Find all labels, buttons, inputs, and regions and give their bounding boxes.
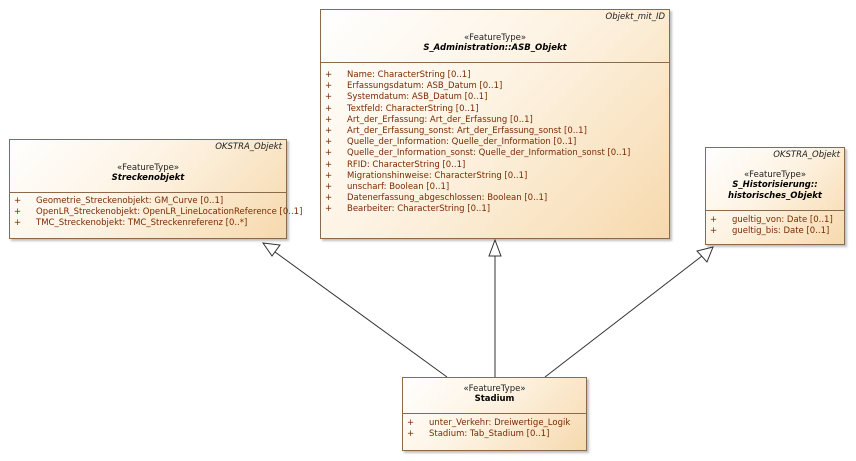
stereotype-label: «FeatureType» xyxy=(116,163,180,173)
attribute-row[interactable]: +Quelle_der_Information: Quelle_der_Info… xyxy=(325,137,577,148)
stereotype-label: «FeatureType» xyxy=(743,170,807,180)
class-header: OKSTRA_Objekt «FeatureType» S_Historisie… xyxy=(706,148,844,211)
class-name: S_Administration::ASB_Objekt xyxy=(423,43,567,53)
stadium-to-streckenobjekt-line xyxy=(274,251,448,378)
attribute-row[interactable]: +unscharf: Boolean [0..1] xyxy=(325,181,450,192)
attribute-row[interactable]: +Systemdatum: ASB_Datum [0..1] xyxy=(325,92,488,103)
attribute-row[interactable]: +Erfassungsdatum: ASB_Datum [0..1] xyxy=(325,81,503,92)
attribute-row[interactable]: +Name: CharacterString [0..1] xyxy=(325,70,471,80)
attribute-row[interactable]: +TMC_Streckenobjekt: TMC_Streckenreferen… xyxy=(14,218,248,229)
class-historisches-objekt[interactable]: OKSTRA_Objekt «FeatureType» S_Historisie… xyxy=(705,147,845,245)
generalization-arrowhead-historisches-objekt xyxy=(696,246,714,263)
class-streckenobjekt[interactable]: OKSTRA_Objekt «FeatureType» Streckenobje… xyxy=(9,139,303,239)
attribute-row[interactable]: +gueltig_bis: Date [0..1] xyxy=(710,226,830,237)
attribute-list: +unter_Verkehr: Dreiwertige_Logik +Stadi… xyxy=(403,414,586,440)
class-name-line-2: historisches_Objekt xyxy=(728,191,822,201)
attribute-row[interactable]: +Quelle_der_Information_sonst: Quelle_de… xyxy=(325,148,631,159)
attribute-row[interactable]: +unter_Verkehr: Dreiwertige_Logik xyxy=(407,418,571,428)
attribute-row[interactable]: +Geometrie_Streckenobjekt: GM_Curve [0..… xyxy=(14,196,224,206)
attribute-row[interactable]: +gueltig_von: Date [0..1] xyxy=(710,215,833,225)
attribute-row[interactable]: +Stadium: Tab_Stadium [0..1] xyxy=(407,429,550,440)
attribute-row[interactable]: +Datenerfassung_abgeschlossen: Boolean [… xyxy=(325,193,548,204)
class-name-line-1: S_Historisierung:: xyxy=(732,180,818,190)
stadium-to-historisches-objekt-line xyxy=(544,255,703,378)
class-header: Objekt_mit_ID «FeatureType» S_Administra… xyxy=(321,10,669,63)
attribute-list: +Geometrie_Streckenobjekt: GM_Curve [0..… xyxy=(10,193,303,230)
attribute-row[interactable]: +RFID: CharacterString [0..1] xyxy=(325,159,466,170)
stereotype-label: «FeatureType» xyxy=(463,33,527,43)
attribute-row[interactable]: +Migrationshinweise: CharacterString [0.… xyxy=(325,170,528,181)
stereotype-label: «FeatureType» xyxy=(463,384,526,394)
attribute-list: +Name: CharacterString [0..1] +Erfassung… xyxy=(321,63,669,215)
class-name: Stadium xyxy=(474,394,515,404)
parent-class-label: OKSTRA_Objekt xyxy=(773,150,840,160)
class-header: OKSTRA_Objekt «FeatureType» Streckenobje… xyxy=(10,140,286,193)
class-stadium[interactable]: «FeatureType» Stadium +unter_Verkehr: Dr… xyxy=(402,377,587,451)
parent-class-label: Objekt_mit_ID xyxy=(605,12,665,22)
attribute-row[interactable]: +Textfeld: CharacterString [0..1] xyxy=(325,103,479,114)
attribute-row[interactable]: +Art_der_Erfassung: Art_der_Erfassung [0… xyxy=(325,114,533,125)
class-header: «FeatureType» Stadium xyxy=(403,378,586,414)
parent-class-label: OKSTRA_Objekt xyxy=(215,142,282,152)
class-name: Streckenobjekt xyxy=(111,173,185,183)
class-asb-objekt[interactable]: Objekt_mit_ID «FeatureType» S_Administra… xyxy=(320,9,670,239)
attribute-row[interactable]: +OpenLR_Streckenobjekt: OpenLR_LineLocat… xyxy=(14,207,303,218)
attribute-list: +gueltig_von: Date [0..1] +gueltig_bis: … xyxy=(706,211,844,237)
generalization-arrowhead-asb-objekt xyxy=(488,238,502,257)
attribute-row[interactable]: +Bearbeiter: CharacterString [0..1] xyxy=(325,204,491,215)
generalization-arrowhead-streckenobjekt xyxy=(261,242,281,257)
attribute-row[interactable]: +Art_der_Erfassung_sonst: Art_der_Erfass… xyxy=(325,125,587,136)
